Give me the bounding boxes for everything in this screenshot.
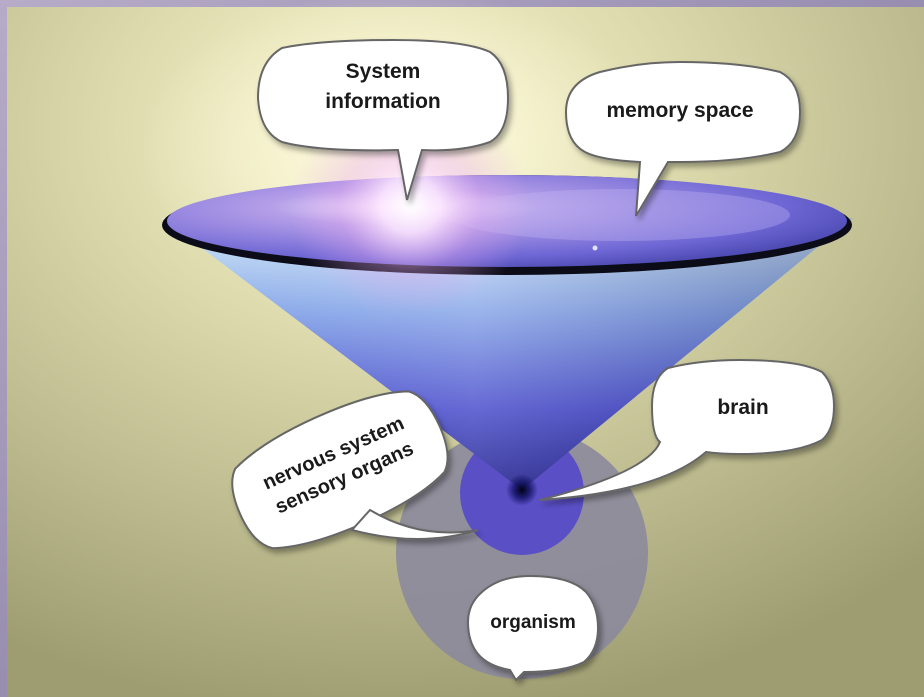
information-label: information — [325, 90, 441, 113]
organism-label: organism — [490, 612, 576, 633]
system-label: System — [346, 60, 421, 83]
surface-haze — [450, 189, 790, 241]
brain-label: brain — [717, 396, 768, 419]
memory-space-label: memory space — [606, 99, 753, 122]
organism-bubble — [466, 574, 600, 682]
cone-tip — [506, 474, 538, 506]
star-sparkle — [592, 245, 598, 251]
brain-bubble — [539, 358, 836, 501]
system-information-bubble — [256, 38, 510, 201]
memory-space-bubble — [564, 60, 802, 217]
nervous-system-bubble — [231, 390, 479, 550]
